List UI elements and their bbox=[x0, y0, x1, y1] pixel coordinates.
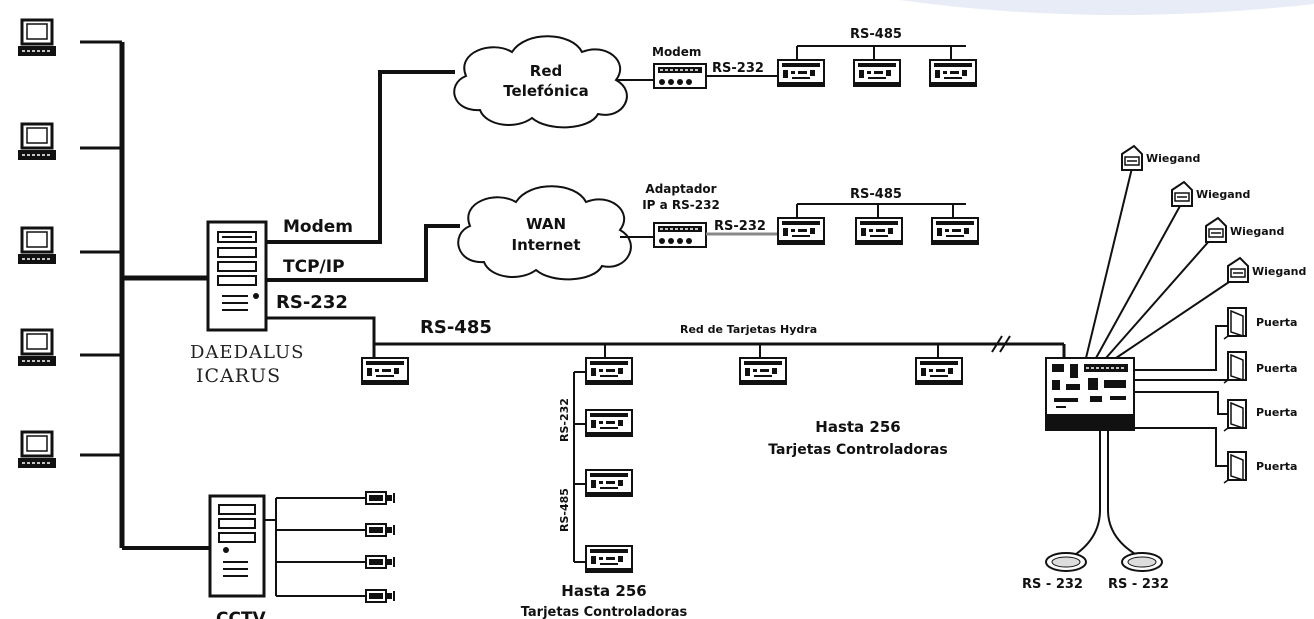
top-rs485-bus bbox=[706, 45, 966, 77]
controller-board-icon bbox=[739, 357, 787, 385]
wan-cloud-line2: Internet bbox=[511, 236, 580, 254]
door-icon bbox=[1223, 399, 1247, 432]
main-rs485-label: RS-485 bbox=[420, 317, 492, 338]
wiegand-reader-icon bbox=[1205, 217, 1227, 243]
controller-board-icon bbox=[855, 217, 903, 245]
vertical-rs232-label: RS-232 bbox=[558, 398, 571, 442]
controller-board-icon bbox=[585, 545, 633, 573]
door-label-4: Puerta bbox=[1256, 460, 1297, 473]
wiegand-reader-icon bbox=[1121, 145, 1143, 171]
cctv-camera-icon bbox=[365, 523, 395, 537]
controller-board-icon bbox=[585, 357, 633, 385]
controller-board-icon bbox=[853, 59, 901, 87]
laptop-icon bbox=[16, 18, 58, 58]
vertical-chain-bus bbox=[573, 371, 586, 563]
laptop-icon bbox=[16, 226, 58, 266]
controller-board-icon bbox=[931, 217, 979, 245]
door-links bbox=[1134, 325, 1229, 467]
link-label-rs232: RS-232 bbox=[276, 292, 348, 313]
adapter-label-line1: Adaptador bbox=[645, 182, 716, 196]
wiegand-reader-icon bbox=[1171, 181, 1193, 207]
top-rs485-label: RS-485 bbox=[850, 27, 902, 42]
controller-board-icon bbox=[585, 409, 633, 437]
capacity-right-line1: Hasta 256 bbox=[815, 418, 900, 436]
hydra-rs485-bus bbox=[373, 335, 1066, 360]
telephone-cloud-line1: Red bbox=[530, 62, 562, 80]
workstation-bus bbox=[80, 40, 220, 550]
door-icon bbox=[1223, 307, 1247, 340]
controller-board-icon bbox=[777, 59, 825, 87]
wiegand-reader-icon bbox=[1227, 257, 1249, 283]
controller-board-icon bbox=[585, 469, 633, 497]
door-label-1: Puerta bbox=[1256, 316, 1297, 329]
camera-links bbox=[264, 497, 366, 597]
serial-port-label-2: RS - 232 bbox=[1108, 577, 1169, 592]
modem-icon bbox=[653, 63, 707, 89]
controller-board-icon bbox=[915, 357, 963, 385]
door-icon bbox=[1223, 451, 1247, 484]
vertical-rs485-label: RS-485 bbox=[558, 488, 571, 532]
link-label-modem: Modem bbox=[283, 217, 353, 237]
middle-rs485-label: RS-485 bbox=[850, 187, 902, 202]
serial-port-links bbox=[1069, 430, 1143, 559]
controller-board-icon bbox=[777, 217, 825, 245]
controller-board-icon bbox=[361, 357, 409, 385]
cctv-camera-icon bbox=[365, 491, 395, 505]
door-label-2: Puerta bbox=[1256, 362, 1297, 375]
cctv-camera-icon bbox=[365, 555, 395, 569]
hydra-network-label: Red de Tarjetas Hydra bbox=[680, 323, 817, 336]
top-rs232-label: RS-232 bbox=[712, 61, 764, 76]
controller-board-icon bbox=[929, 59, 977, 87]
cctv-label: CCTV bbox=[216, 609, 267, 619]
laptop-icon bbox=[16, 328, 58, 368]
wiegand-label-4: Wiegand bbox=[1252, 265, 1306, 278]
cloud-to-device-links bbox=[616, 79, 654, 238]
ip-rs232-adapter-icon bbox=[653, 222, 707, 248]
capacity-right-line2: Tarjetas Controladoras bbox=[768, 442, 947, 458]
laptop-icon bbox=[16, 430, 58, 470]
serial-port-icon bbox=[1045, 552, 1087, 572]
door-label-3: Puerta bbox=[1256, 406, 1297, 419]
reader-links bbox=[1085, 167, 1233, 359]
cctv-tower-icon bbox=[208, 494, 266, 598]
serial-port-label-1: RS - 232 bbox=[1022, 577, 1083, 592]
server-tower-icon bbox=[206, 220, 268, 332]
link-label-tcpip: TCP/IP bbox=[283, 257, 345, 277]
modem-label: Modem bbox=[652, 45, 701, 59]
decorative-swoosh bbox=[900, 0, 1314, 16]
wiegand-label-2: Wiegand bbox=[1196, 188, 1250, 201]
telephone-cloud-line2: Telefónica bbox=[503, 82, 588, 100]
capacity-bottom-line2: Tarjetas Controladoras bbox=[521, 605, 688, 619]
wiegand-label-1: Wiegand bbox=[1146, 152, 1200, 165]
wan-cloud-line1: WAN bbox=[526, 215, 566, 233]
laptop-icon bbox=[16, 122, 58, 162]
wan-internet-cloud-icon bbox=[457, 185, 632, 281]
middle-rs485-bus bbox=[706, 203, 966, 236]
door-icon bbox=[1223, 351, 1247, 384]
wiegand-label-3: Wiegand bbox=[1230, 225, 1284, 238]
telephone-network-cloud-icon bbox=[453, 35, 628, 129]
main-controller-board-icon bbox=[1045, 357, 1135, 431]
server-name-line1: DAEDALUS bbox=[190, 342, 304, 363]
serial-port-icon bbox=[1121, 552, 1163, 572]
middle-rs232-label: RS-232 bbox=[714, 219, 766, 234]
server-name-line2: ICARUS bbox=[196, 365, 281, 387]
cctv-camera-icon bbox=[365, 589, 395, 603]
capacity-bottom-line1: Hasta 256 bbox=[561, 582, 646, 600]
adapter-label-line2: IP a RS-232 bbox=[642, 198, 720, 212]
